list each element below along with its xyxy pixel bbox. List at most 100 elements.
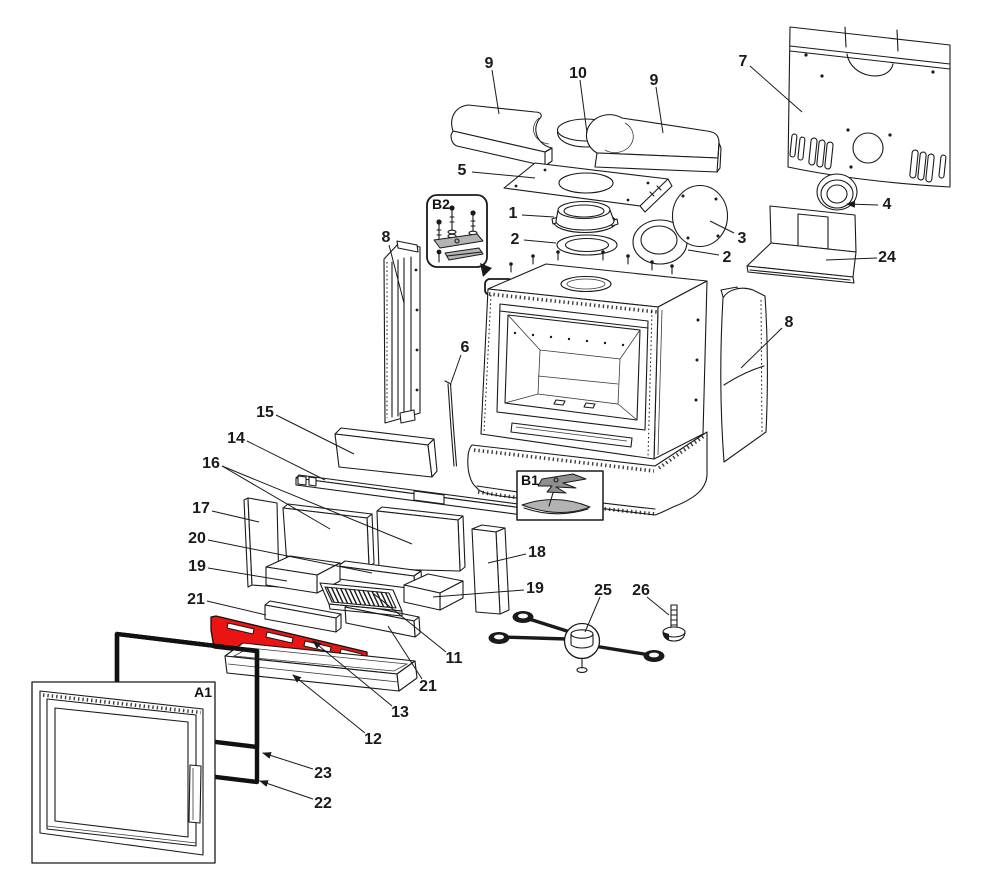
part-label-19-left: 19 xyxy=(188,558,206,575)
part-8-left-side-panel xyxy=(383,240,421,424)
part-15-baffle-plate xyxy=(334,427,438,478)
leader-lines xyxy=(206,65,879,800)
inset-labels: B2 B1 A1 xyxy=(194,196,539,700)
part-label-5: 5 xyxy=(458,162,467,179)
part-label-9-left: 9 xyxy=(485,55,494,72)
part-label-6: 6 xyxy=(461,339,470,356)
leader-22 xyxy=(259,780,314,800)
leader-13 xyxy=(312,640,393,707)
part-label-12: 12 xyxy=(364,731,382,748)
leader-25 xyxy=(584,596,601,633)
leader-26 xyxy=(646,596,670,616)
leader-8b xyxy=(740,327,783,369)
part-18-brick xyxy=(471,524,510,615)
leader-11 xyxy=(373,593,447,653)
inset-label-a1: A1 xyxy=(194,684,212,700)
leader-14 xyxy=(246,440,326,481)
leader-24 xyxy=(825,257,878,261)
part-label-21-left: 21 xyxy=(187,591,205,608)
part-labels: 9 10 9 7 5 1 2 3 2 4 24 8 6 8 15 14 16 1… xyxy=(187,53,896,812)
part-label-20: 20 xyxy=(188,530,206,547)
part-label-18: 18 xyxy=(528,544,546,561)
part-label-17: 17 xyxy=(192,500,210,517)
part-9-left-top-plate xyxy=(450,104,553,167)
part-7-back-panel xyxy=(787,26,951,188)
inset-b2 xyxy=(426,194,492,277)
part-12-ash-pan xyxy=(224,642,418,692)
part-8-right-side-panel xyxy=(720,286,768,463)
part-label-2-left: 2 xyxy=(511,231,520,248)
leader-5 xyxy=(471,171,536,179)
leader-19a xyxy=(207,567,288,582)
part-label-15: 15 xyxy=(256,404,274,421)
leader-9a xyxy=(491,69,500,115)
leader-2b xyxy=(687,249,720,256)
leader-7 xyxy=(749,65,803,113)
b2-pointer-wedge xyxy=(480,263,492,277)
part-label-19-right: 19 xyxy=(526,580,544,597)
part-label-10: 10 xyxy=(569,65,587,82)
part-label-13: 13 xyxy=(391,704,409,721)
door-panel xyxy=(39,690,204,856)
leader-15 xyxy=(275,414,355,455)
part-label-23: 23 xyxy=(314,765,332,782)
part-label-11: 11 xyxy=(446,650,463,667)
part-25-foot-assembly xyxy=(488,611,665,673)
top-screws xyxy=(509,250,674,275)
part-1-flue-collar xyxy=(551,200,619,234)
part-label-24: 24 xyxy=(878,249,896,266)
leader-23 xyxy=(262,752,314,770)
part-label-16: 16 xyxy=(202,455,220,472)
leader-12 xyxy=(292,674,366,734)
part-label-1: 1 xyxy=(509,205,518,222)
part-label-2-right: 2 xyxy=(723,249,732,266)
leader-17 xyxy=(211,510,260,523)
leader-1 xyxy=(521,214,555,218)
inset-a1 xyxy=(31,681,216,864)
stove-body xyxy=(467,250,708,516)
leader-8a xyxy=(388,244,405,304)
part-16-brick-right xyxy=(376,506,466,572)
part-9-right-top-plate xyxy=(585,114,722,173)
part-label-9-right: 9 xyxy=(650,72,659,89)
part-24-bracket xyxy=(746,205,857,284)
leader-21a xyxy=(206,600,267,616)
leader-10 xyxy=(579,79,588,134)
leader-19b xyxy=(432,589,525,598)
leader-9b xyxy=(655,86,664,134)
leader-3 xyxy=(709,220,735,234)
part-19-brick-right xyxy=(403,573,464,611)
b1-mechanism xyxy=(521,473,591,515)
inset-label-b1: B1 xyxy=(521,472,539,488)
leader-18 xyxy=(487,553,527,564)
inset-label-b2: B2 xyxy=(432,196,450,212)
leader-16a xyxy=(221,465,331,530)
firebox-interior xyxy=(504,314,641,421)
leader-4 xyxy=(846,200,879,208)
grate-hatching xyxy=(326,586,394,608)
leader-6 xyxy=(450,354,462,384)
leader-20 xyxy=(207,539,373,574)
part-label-7: 7 xyxy=(739,53,748,70)
part-label-14: 14 xyxy=(227,430,245,447)
airwash-dots xyxy=(513,331,625,347)
part-label-22: 22 xyxy=(314,795,332,812)
door-handle xyxy=(188,764,202,824)
part-label-26: 26 xyxy=(632,582,650,599)
inset-b1 xyxy=(516,470,604,521)
leader-21b xyxy=(387,625,423,680)
part-label-8-left: 8 xyxy=(382,229,391,246)
part-3-cover-plate xyxy=(671,184,729,248)
part-6-rod xyxy=(444,380,458,467)
leader-2a xyxy=(523,239,557,244)
door-assembly xyxy=(39,690,204,856)
part-26-adjustable-foot xyxy=(662,604,686,642)
part-2-gasket-left xyxy=(556,234,618,256)
leader-16b xyxy=(221,465,413,545)
part-label-21-right: 21 xyxy=(419,678,437,695)
part-5-inner-top-plate xyxy=(503,162,673,213)
part-label-8-right: 8 xyxy=(785,314,794,331)
part-label-4: 4 xyxy=(883,196,892,213)
